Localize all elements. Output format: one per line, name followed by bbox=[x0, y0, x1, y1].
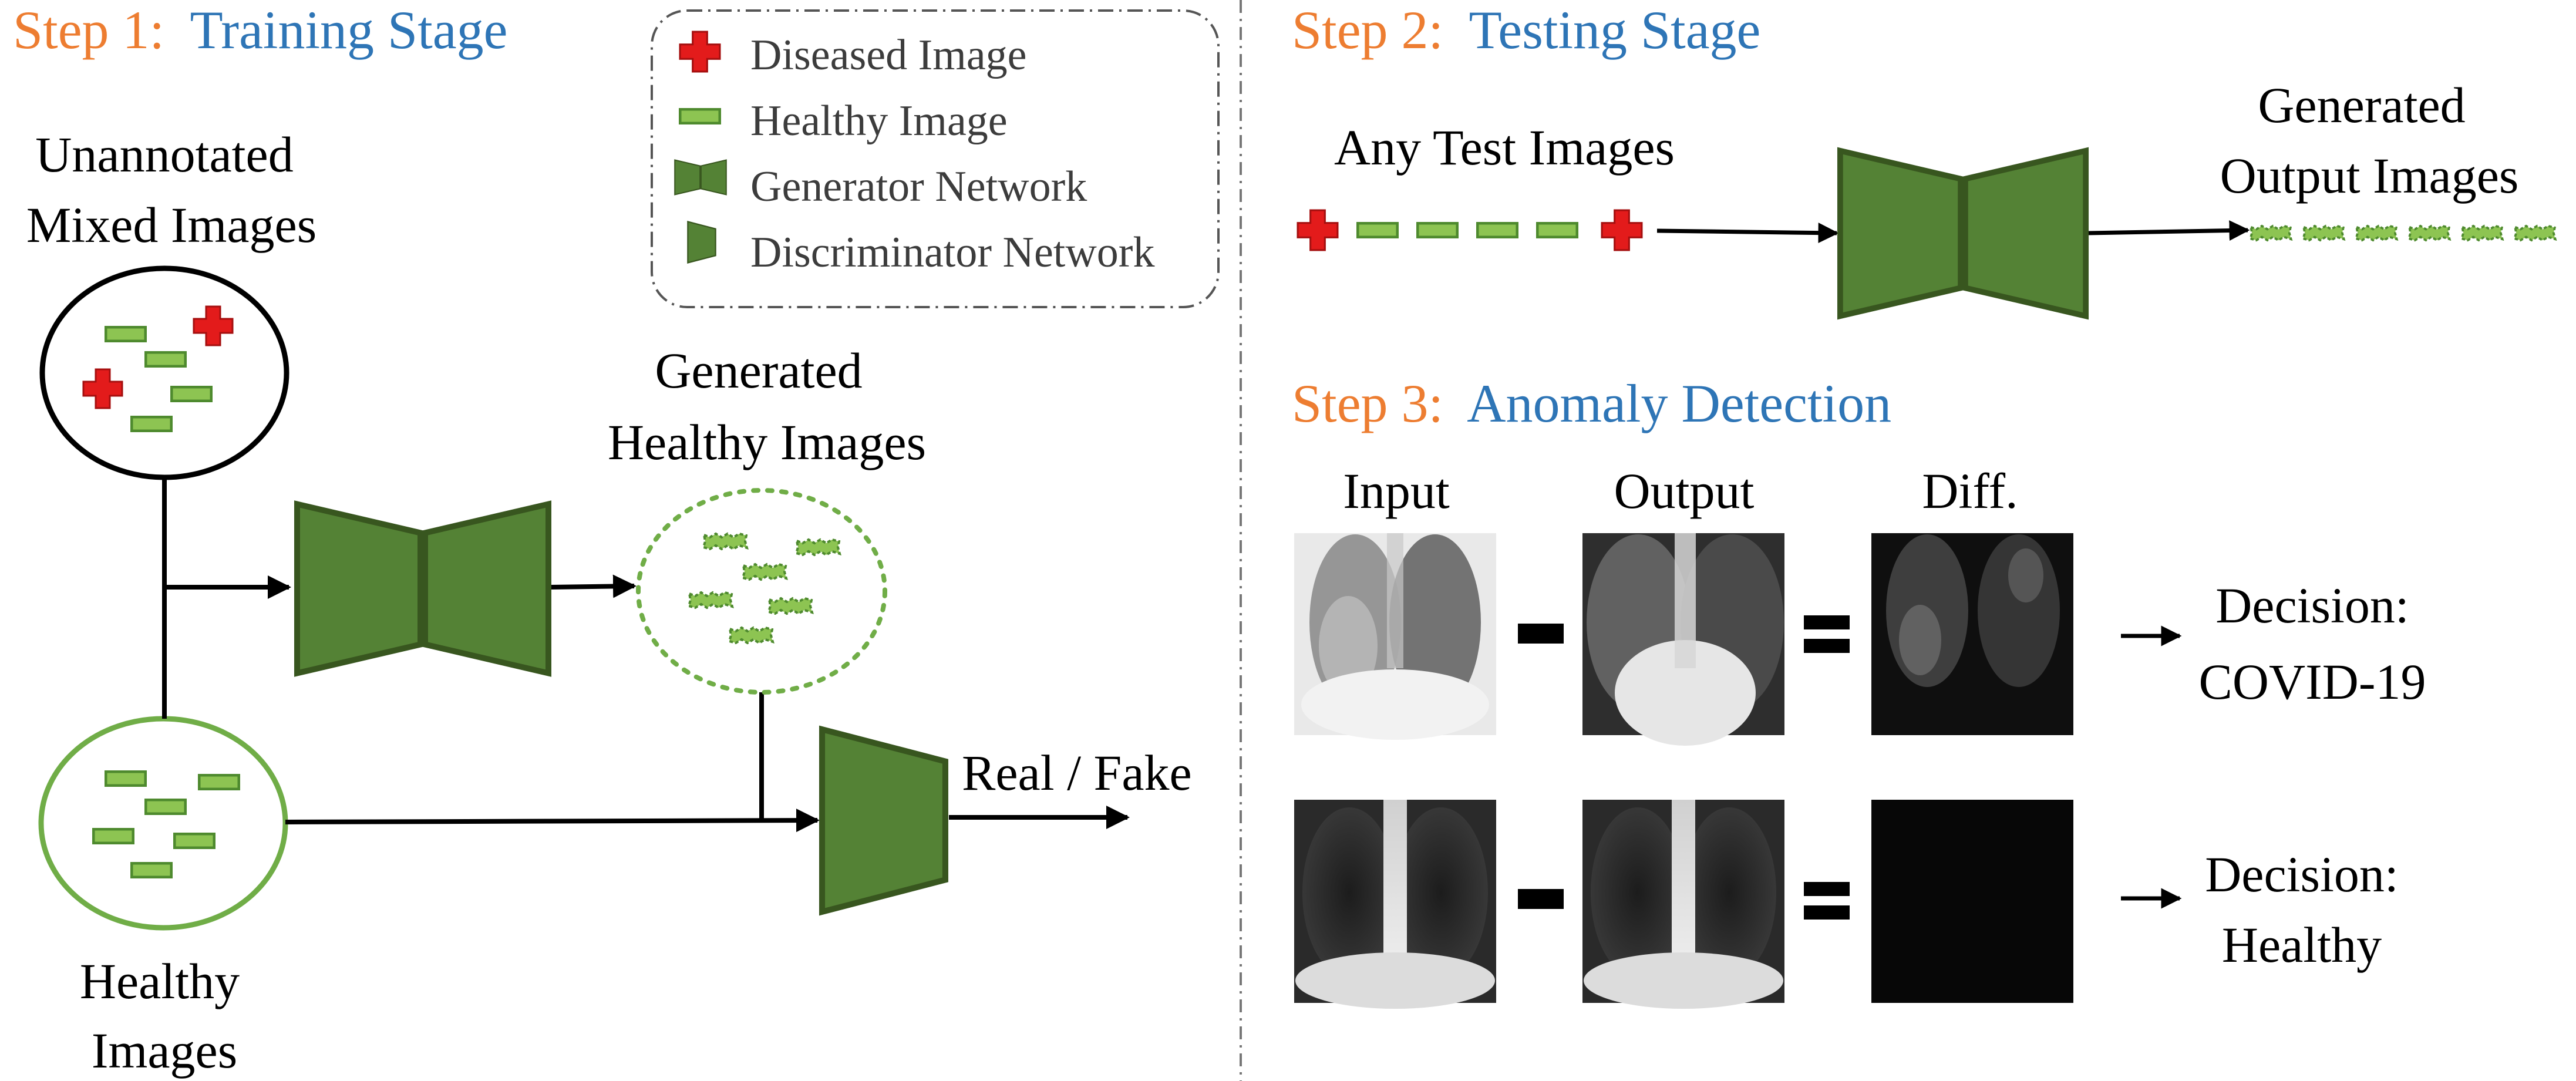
generated-image-icon bbox=[2355, 224, 2398, 242]
step3-anomaly-section: Step 3: Anomaly Detection Input Output D… bbox=[1292, 373, 2426, 1009]
generated-image-icon bbox=[2302, 224, 2345, 242]
diseased-image-icon bbox=[1601, 209, 1643, 251]
generator-network bbox=[1840, 151, 2086, 316]
healthy-image-icon bbox=[146, 800, 186, 814]
generated-image-icon bbox=[728, 627, 774, 644]
xray-output-covid bbox=[1582, 533, 1784, 746]
equals-sign bbox=[1804, 615, 1850, 653]
xray-diff-healthy bbox=[1871, 800, 2073, 1003]
step1-training-section: Step 1: Training Stage Unannotated Mixed… bbox=[13, 0, 1192, 1079]
healthy-image-icon bbox=[146, 352, 186, 366]
decision-covid-line2: COVID-19 bbox=[2199, 654, 2426, 710]
healthy-image-icon bbox=[1477, 223, 1517, 237]
step3-label: Step 3: bbox=[1292, 373, 1443, 433]
discriminator-network bbox=[822, 729, 945, 912]
healthy-image-icon bbox=[174, 834, 214, 848]
step1-stage-label: Training Stage bbox=[190, 0, 507, 60]
diseased-image-icon bbox=[1297, 209, 1339, 251]
decision-healthy-line2: Healthy bbox=[2222, 917, 2382, 973]
minus-sign bbox=[1518, 624, 1564, 644]
legend-item-label: Healthy Image bbox=[750, 97, 1008, 145]
unannotated-label-line1: Unannotated bbox=[35, 126, 293, 183]
step2-testing-section: Step 2: Testing Stage Any Test Images Ge… bbox=[1292, 0, 2557, 316]
real-fake-label: Real / Fake bbox=[962, 745, 1192, 801]
healthy-image-icon bbox=[680, 109, 720, 123]
generated-output-row bbox=[2249, 224, 2557, 242]
step2-stage-label: Testing Stage bbox=[1469, 0, 1760, 60]
healthy-image-icon bbox=[106, 327, 146, 341]
legend-item-label: Diseased Image bbox=[750, 31, 1027, 79]
generated-image-icon bbox=[2407, 224, 2451, 242]
testing-connectors bbox=[1656, 220, 2250, 244]
xray-input-covid bbox=[1294, 533, 1496, 740]
generated-image-icon bbox=[2513, 224, 2557, 242]
healthy-images-label-line1: Healthy bbox=[80, 953, 240, 1009]
healthy-image-icon bbox=[1537, 223, 1577, 237]
step1-title: Step 1: Training Stage bbox=[13, 0, 507, 60]
generated-image-icon bbox=[688, 591, 733, 609]
discriminator-network-icon bbox=[687, 221, 716, 264]
generated-image-icon bbox=[2249, 224, 2292, 242]
xray-diff-covid bbox=[1871, 533, 2073, 735]
test-images-row bbox=[1297, 209, 1643, 251]
generated-image-icon bbox=[702, 533, 748, 550]
decision-covid-line1: Decision: bbox=[2215, 577, 2409, 634]
healthy-image-icon bbox=[199, 775, 239, 789]
generated-healthy-label-line2: Healthy Images bbox=[608, 414, 926, 470]
step3-stage-label: Anomaly Detection bbox=[1467, 373, 1891, 433]
minus-sign bbox=[1518, 889, 1564, 909]
healthy-image-icon bbox=[1358, 223, 1398, 237]
generated-image-icon bbox=[795, 538, 841, 556]
step3-title: Step 3: Anomaly Detection bbox=[1292, 373, 1891, 433]
unannotated-label-line2: Mixed Images bbox=[26, 197, 316, 253]
healthy-images-circle bbox=[38, 716, 288, 931]
generator-network bbox=[297, 504, 548, 673]
healthy-image-icon bbox=[171, 387, 211, 401]
xray-input-healthy bbox=[1294, 800, 1496, 1009]
generated-image-icon bbox=[767, 597, 813, 615]
step1-label: Step 1: bbox=[13, 0, 164, 60]
unannotated-images-circle bbox=[39, 265, 289, 480]
decision-healthy-line1: Decision: bbox=[2205, 846, 2399, 902]
generated-image-icon bbox=[2460, 224, 2504, 242]
step2-title: Step 2: Testing Stage bbox=[1292, 0, 1760, 60]
column-header-diff: Diff. bbox=[1922, 463, 2018, 519]
generated-output-label-line2: Output Images bbox=[2220, 147, 2519, 204]
generated-healthy-circle bbox=[636, 488, 887, 695]
step2-label: Step 2: bbox=[1292, 0, 1443, 60]
healthy-image-icon bbox=[132, 417, 171, 431]
healthy-image-icon bbox=[93, 829, 133, 843]
legend-item-label: Generator Network bbox=[750, 163, 1087, 211]
generated-output-label-line1: Generated bbox=[2258, 77, 2465, 133]
healthy-image-icon bbox=[1417, 223, 1457, 237]
healthy-image-icon bbox=[132, 863, 171, 877]
column-header-input: Input bbox=[1343, 463, 1450, 519]
healthy-images-label-line2: Images bbox=[92, 1022, 237, 1079]
column-header-output: Output bbox=[1614, 463, 1755, 519]
healthy-image-icon bbox=[106, 772, 146, 786]
training-connectors bbox=[162, 477, 1130, 833]
generated-image-icon bbox=[742, 563, 787, 581]
any-test-images-label: Any Test Images bbox=[1334, 119, 1675, 176]
legend: Diseased Image Healthy Image Generator N… bbox=[651, 9, 1220, 308]
equals-sign bbox=[1804, 882, 1850, 920]
generated-healthy-label-line1: Generated bbox=[655, 342, 862, 399]
xray-output-healthy bbox=[1582, 800, 1784, 1009]
legend-item-label: Discriminator Network bbox=[750, 228, 1154, 277]
